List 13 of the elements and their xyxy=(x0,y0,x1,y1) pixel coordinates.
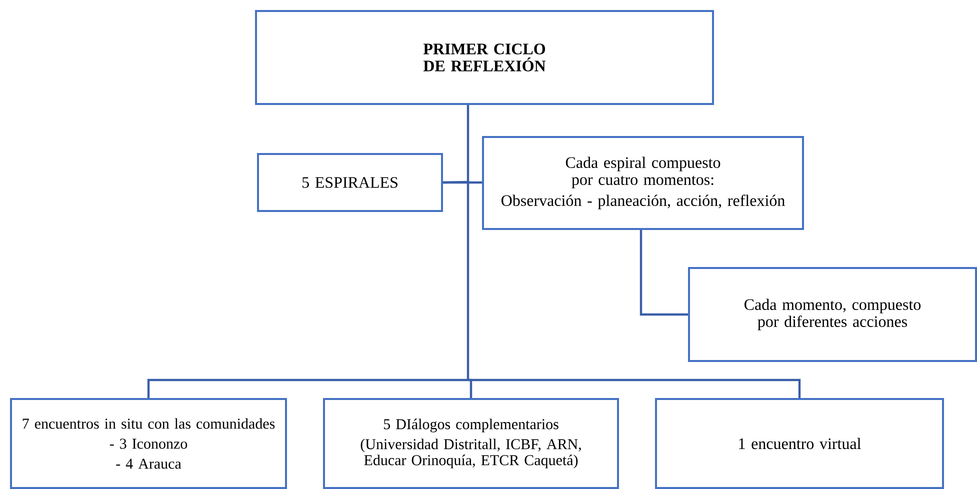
text-box: 5 ESPIRALES xyxy=(257,153,443,212)
text-box: Cada momento, compuesto por diferentes acciones xyxy=(688,267,977,362)
connector-line xyxy=(466,105,470,182)
connector-line xyxy=(466,182,470,380)
connector-line xyxy=(443,181,482,184)
text-box: Cada espiral compuesto por cuatro momentos: Observación - planeación, acción, reflexión xyxy=(482,136,804,230)
connector-line xyxy=(468,378,801,398)
title-box: PRIMER CICLO DE REFLEXIÓN xyxy=(255,10,714,105)
connector-line xyxy=(147,378,468,398)
connector-line xyxy=(468,378,472,398)
text-box: 5 DIálogos complementarios (Universidad Distritall, ICBF, ARN, Educar Orinoquía, ETCR Caquetá) xyxy=(323,398,619,489)
text-box: 7 encuentros in situ con las comunidades - 3 Icononzo - 4 Arauca xyxy=(10,398,287,489)
text-box: 1 encuentro virtual xyxy=(655,398,944,489)
